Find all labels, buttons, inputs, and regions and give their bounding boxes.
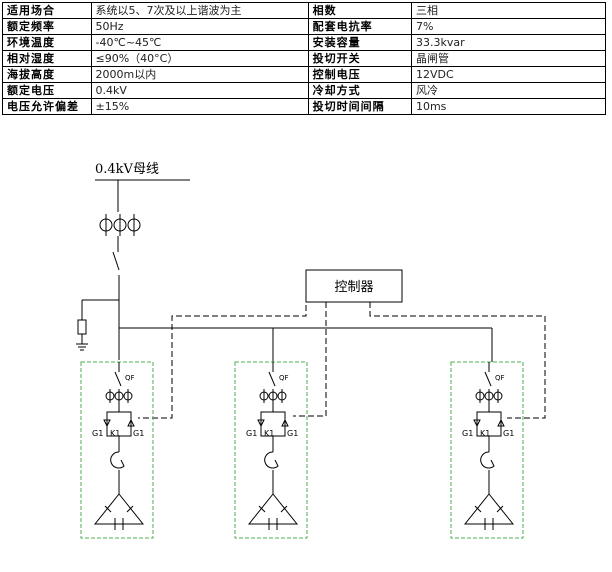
capacitor-delta-icon: [463, 493, 515, 525]
reactor-icon: [480, 451, 495, 469]
spec-key: 电压允许偏差: [2, 98, 92, 115]
gate-label-left: G1: [92, 429, 103, 438]
spec-key: 控制电压: [307, 66, 412, 83]
spec-key: 相对湿度: [2, 50, 92, 67]
qf-label: QF: [495, 374, 505, 382]
spec-value: 2000m以内: [90, 66, 309, 83]
module-frame: [234, 361, 308, 539]
wiring-diagram: 0.4kV母线 控制器 QF G1 K1 G1 QF G1 K1 G1 QF G1 K1 G1: [76, 162, 546, 539]
capacitor-module: QF G1 K1 G1: [234, 361, 308, 539]
spec-value: 0.4kV: [90, 82, 309, 99]
capacitor-delta-icon: [93, 493, 145, 525]
spec-value: ±15%: [90, 98, 309, 115]
qf-label: QF: [279, 374, 289, 382]
spec-key: 冷却方式: [307, 82, 412, 99]
thyristor-icon: [127, 418, 135, 427]
bus-label: 0.4kV母线: [95, 162, 159, 177]
spec-value: 三相: [410, 2, 607, 19]
spec-value: 10ms: [410, 98, 607, 115]
qf-switch: [268, 371, 276, 387]
k-label: K1: [110, 429, 120, 438]
capacitor-delta-icon: [247, 493, 299, 525]
capacitor-module: QF G1 K1 G1: [450, 361, 524, 539]
reactor-icon: [264, 451, 279, 469]
k-label: K1: [480, 429, 490, 438]
qf-label: QF: [125, 374, 135, 382]
spec-value: 7%: [410, 18, 607, 35]
spec-key: 适用场合: [2, 2, 92, 19]
surge-arrester: [77, 319, 87, 335]
thyristor-icon: [473, 419, 481, 428]
gate-label-right: G1: [133, 429, 144, 438]
spec-value: 系统以5、7次及以上谐波为主: [90, 2, 309, 19]
qf-switch: [484, 371, 492, 387]
thyristor-icon: [281, 418, 289, 427]
gate-label-left: G1: [462, 429, 473, 438]
gate-label-left: G1: [246, 429, 257, 438]
k-label: K1: [264, 429, 274, 438]
spec-key: 投切时间间隔: [307, 98, 412, 115]
spec-value: 50Hz: [90, 18, 309, 35]
spec-value: ≤90%（40°C）: [90, 50, 309, 67]
spec-value: 风冷: [410, 82, 607, 99]
spec-key: 环境温度: [2, 34, 92, 51]
spec-key: 额定电压: [2, 82, 92, 99]
gate-label-right: G1: [287, 429, 298, 438]
gate-label-right: G1: [503, 429, 514, 438]
thyristor-icon: [103, 419, 111, 428]
spec-key: 相数: [307, 2, 412, 19]
module-frame: [80, 361, 154, 539]
spec-key: 配套电抗率: [307, 18, 412, 35]
qf-switch: [114, 371, 122, 387]
main-fuses: [99, 214, 141, 236]
thyristor-icon: [497, 418, 505, 427]
control-lines: [138, 287, 546, 419]
spec-row: 适用场合系统以5、7次及以上谐波为主相数三相: [2, 2, 607, 19]
spec-value: 33.3kvar: [410, 34, 607, 51]
main-switch: [112, 251, 120, 271]
capacitor-module: QF G1 K1 G1: [80, 361, 154, 539]
controller-box: [305, 269, 403, 303]
ground-icon: [76, 343, 88, 351]
controller-label: 控制器: [334, 280, 373, 295]
module-frame: [450, 361, 524, 539]
spec-value: 12VDC: [410, 66, 607, 83]
spec-key: 额定频率: [2, 18, 92, 35]
spec-value: 晶闸管: [410, 50, 607, 67]
spec-value: -40℃~45℃: [90, 34, 309, 51]
spec-row: 相对湿度≤90%（40°C）投切开关晶闸管: [2, 50, 607, 67]
spec-key: 海拔高度: [2, 66, 92, 83]
spec-key: 安装容量: [307, 34, 412, 51]
reactor-icon: [110, 451, 125, 469]
spec-key: 投切开关: [307, 50, 412, 67]
thyristor-icon: [257, 419, 265, 428]
